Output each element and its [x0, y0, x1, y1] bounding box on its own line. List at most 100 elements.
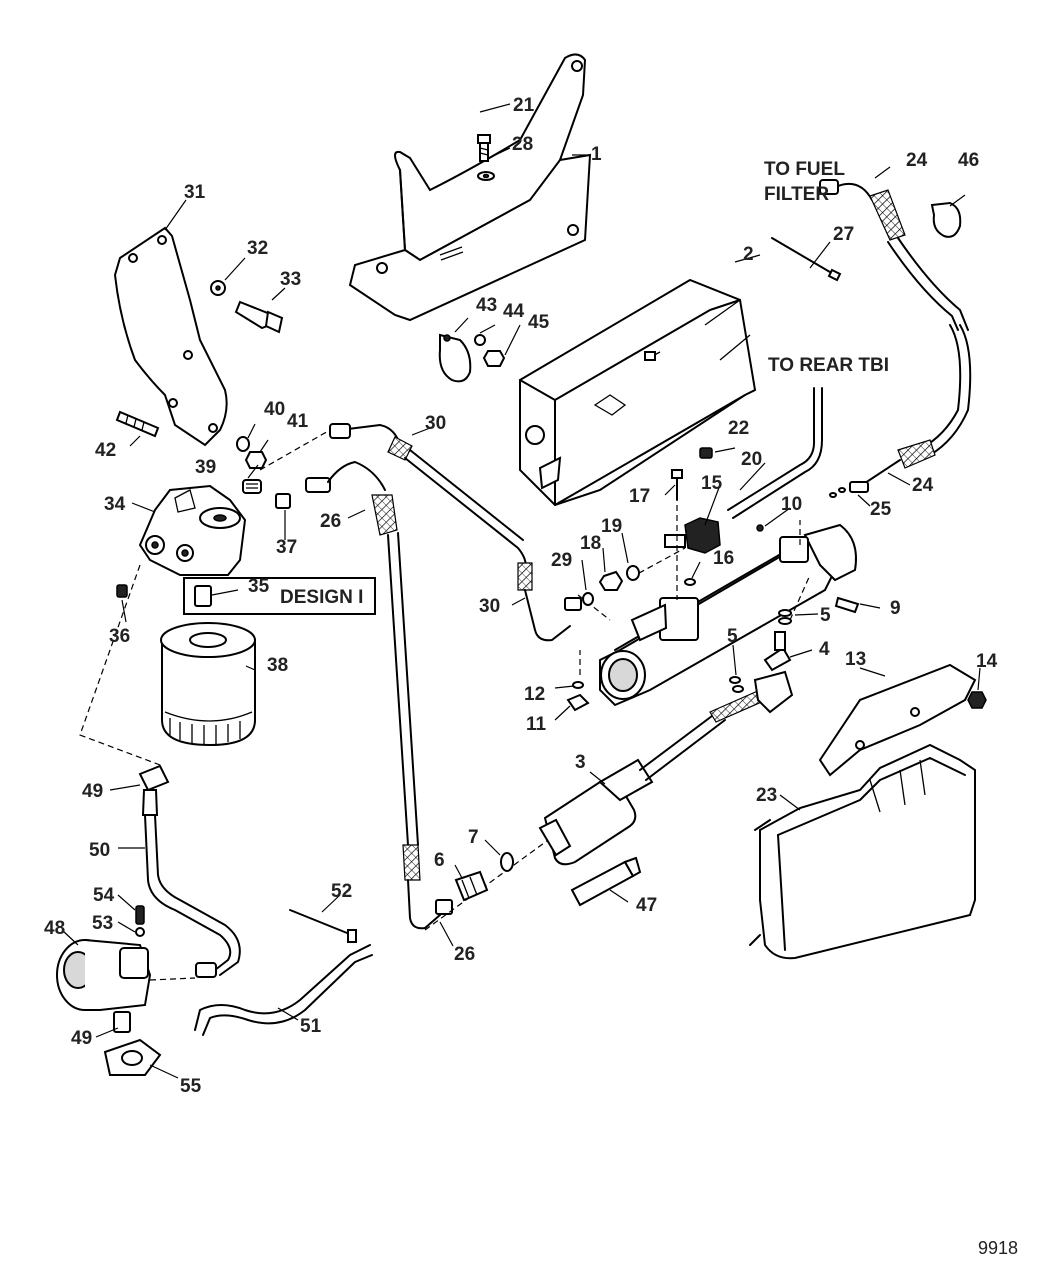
callout-46: 46	[958, 150, 979, 171]
callout-28: 28	[512, 134, 533, 155]
callout-39: 39	[195, 457, 216, 478]
dashed-link-10	[149, 977, 196, 981]
bolt-part-33	[234, 300, 284, 334]
washer-part-7	[500, 852, 514, 872]
callout-30a: 30	[425, 413, 446, 434]
clamp-part-43	[438, 333, 472, 383]
callout-3: 3	[575, 752, 586, 773]
callout-5a: 5	[820, 605, 831, 626]
callout-29: 29	[551, 550, 572, 571]
tube-part-47	[570, 856, 642, 907]
washer-part-32	[210, 280, 226, 296]
hose-part-51	[194, 944, 373, 1036]
callout-2: 2	[743, 244, 754, 265]
callout-7: 7	[468, 827, 479, 848]
callout-4: 4	[819, 639, 830, 660]
oring-part-25	[829, 487, 846, 498]
callout-16: 16	[713, 548, 734, 569]
dashed-link-1	[79, 564, 161, 766]
oring-part-29	[582, 592, 594, 606]
callout-30b: 30	[479, 596, 500, 617]
screw-part-54	[135, 905, 145, 925]
callout-23: 23	[756, 785, 777, 806]
callout-15: 15	[701, 473, 723, 494]
callout-10: 10	[781, 494, 802, 515]
callout-17: 17	[629, 486, 650, 507]
bracket-part-1	[348, 53, 592, 322]
screw-part-17	[671, 469, 683, 501]
fitting-part-49-upper	[138, 764, 170, 792]
callout-9: 9	[890, 598, 901, 619]
washer-part-44	[474, 334, 486, 346]
callout-41: 41	[287, 411, 309, 432]
callout-26b: 26	[454, 944, 475, 965]
line-part-24-lower	[849, 324, 972, 493]
callout-54: 54	[93, 885, 115, 906]
callout-50: 50	[89, 840, 110, 861]
design-i-label: DESIGN I	[280, 587, 363, 608]
callout-21: 21	[513, 95, 535, 116]
callout-34: 34	[104, 494, 126, 515]
fitting-part-10	[756, 524, 764, 532]
callout-labels: 1 2 3 4 5 5 6 7 9 10 11 12 13 14 15 16 1…	[44, 95, 998, 1097]
callout-40: 40	[264, 399, 285, 420]
dashed-link-5	[577, 594, 611, 621]
note-to-fuel-line2: FILTER	[764, 184, 829, 205]
washer-part-19	[626, 565, 640, 581]
design-i-box: DESIGN I	[183, 577, 376, 615]
schrader-valve-part-9	[834, 596, 860, 614]
fuel-pump-part-3	[538, 670, 794, 866]
leader-lines	[61, 103, 981, 1079]
plug-part-37	[275, 493, 291, 509]
gasket-part-55	[103, 1038, 162, 1076]
callout-35: 35	[248, 576, 270, 597]
callout-5b: 5	[727, 626, 738, 647]
callout-51: 51	[300, 1016, 322, 1037]
callout-47: 47	[636, 895, 657, 916]
callout-43: 43	[476, 295, 497, 316]
callout-12: 12	[524, 684, 545, 705]
fuel-rail-assembly	[599, 523, 857, 707]
callout-48: 48	[44, 918, 65, 939]
fuel-line-part-26	[305, 461, 453, 930]
fuel-pump-part-48	[56, 939, 152, 1033]
bracket-part-2	[519, 278, 757, 507]
oring-part-16	[684, 578, 696, 586]
fitting-part-39	[242, 479, 262, 494]
line-part-50	[141, 789, 241, 978]
dashed-link-8	[789, 574, 811, 621]
nut-part-14	[967, 691, 987, 709]
callout-37: 37	[276, 537, 297, 558]
dashed-link-9	[424, 834, 556, 931]
callout-49b: 49	[71, 1028, 92, 1049]
callout-52: 52	[331, 881, 352, 902]
oring-part-12	[572, 681, 584, 689]
washer-part-40	[236, 436, 250, 452]
callout-38: 38	[267, 655, 288, 676]
bolt-part-21	[477, 134, 491, 162]
callout-24a: 24	[906, 150, 928, 171]
clamp-part-46	[930, 201, 962, 238]
callout-13: 13	[845, 649, 866, 670]
line-part-24-upper	[819, 179, 969, 331]
callout-22: 22	[728, 418, 749, 439]
callout-42: 42	[95, 440, 116, 461]
callout-33: 33	[280, 269, 301, 290]
callout-45: 45	[528, 312, 550, 333]
callout-49a: 49	[82, 781, 103, 802]
nut-part-45	[482, 350, 506, 367]
callout-27: 27	[833, 224, 854, 245]
dashed-link-2	[259, 429, 331, 471]
callout-36: 36	[109, 626, 130, 647]
cable-tie-part-27	[771, 237, 842, 282]
callout-18: 18	[580, 533, 601, 554]
washer-part-53	[135, 927, 145, 937]
callout-20: 20	[741, 449, 762, 470]
nut-part-41	[244, 451, 268, 469]
bracket-part-13	[818, 663, 977, 777]
figure-reference-number: 9918	[978, 1238, 1018, 1258]
fuel-line-part-30	[329, 423, 582, 642]
callout-11: 11	[526, 714, 547, 735]
washer-part-28	[477, 171, 495, 181]
callout-25: 25	[870, 499, 892, 520]
